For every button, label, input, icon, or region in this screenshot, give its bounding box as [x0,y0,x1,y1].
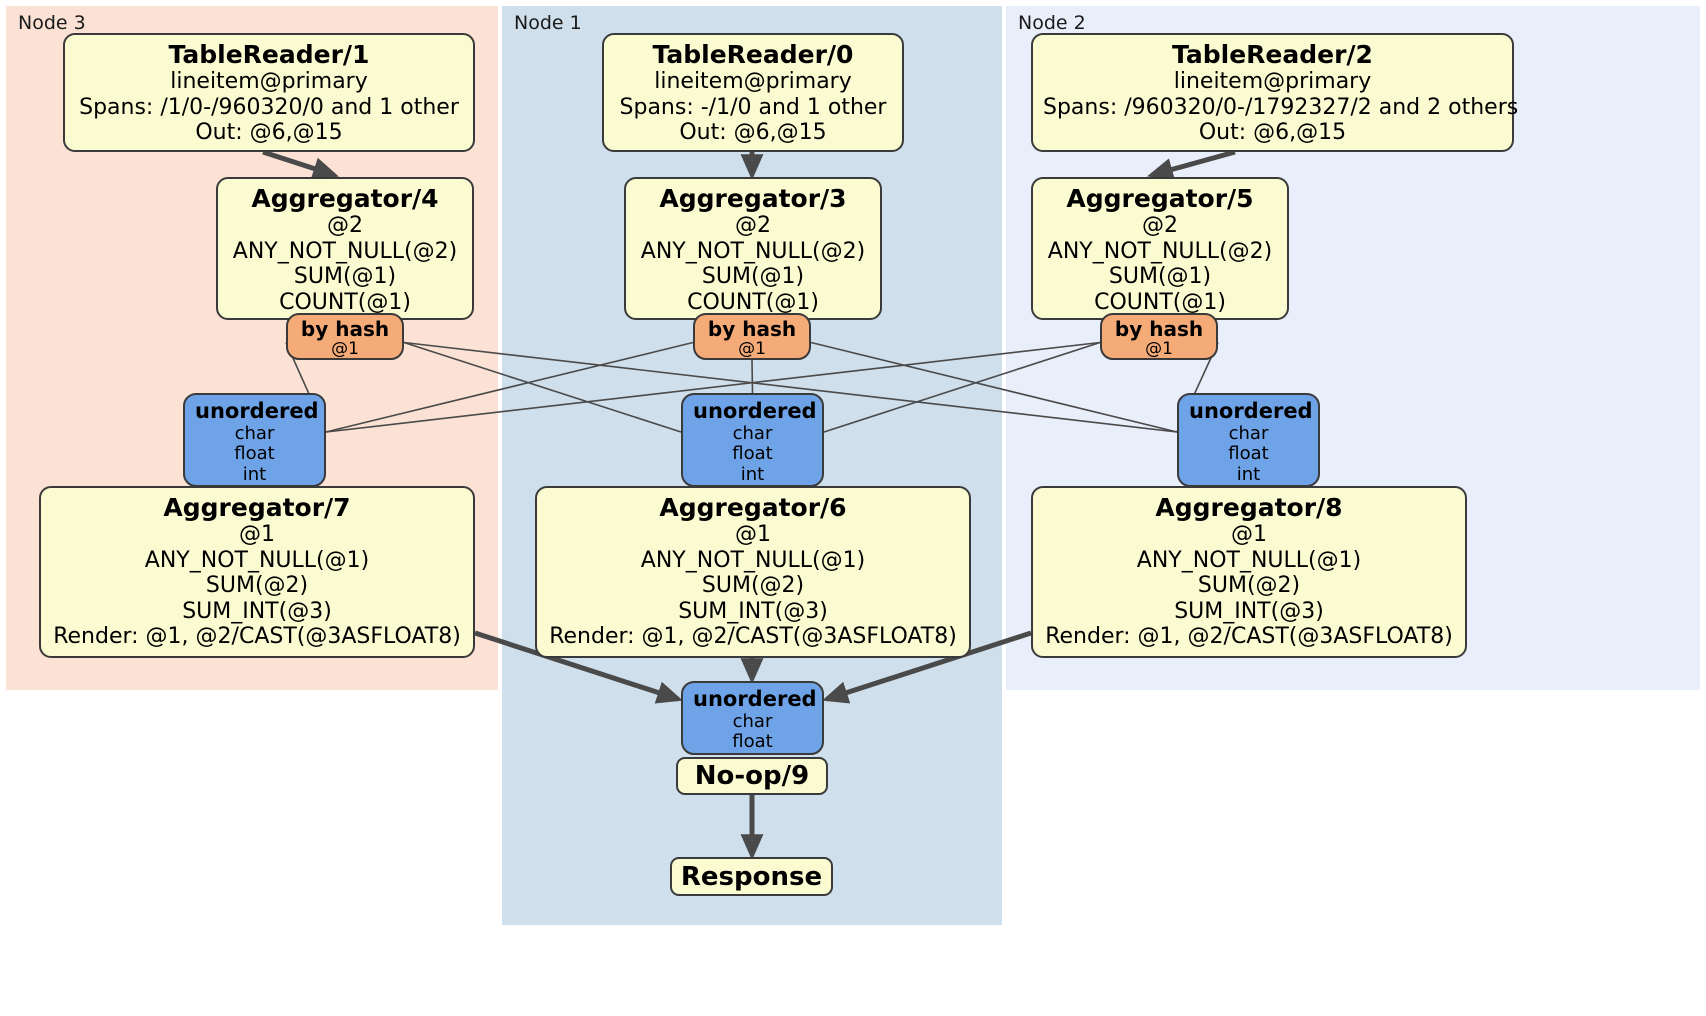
router-by-hash-left[interactable]: by hash@1 [286,313,404,360]
synchronizer-type: char [732,710,773,732]
processor-detail-line: Out: @6,@15 [1198,120,1347,146]
synchronizer-type: int [242,463,267,485]
processor-title: Aggregator/8 [1155,493,1343,522]
processor-detail-line: lineitem@primary [170,69,368,94]
synchronizer-type: float [234,443,275,465]
processor-detail-line: Spans: /1/0-/960320/0 and 1 other [79,94,459,120]
processor-detail-line: Spans: -/1/0 and 1 other [619,94,887,120]
terminal-no-op-9[interactable]: No-op/9 [676,757,828,795]
processor-detail-line: SUM_INT(@3) [1174,598,1324,624]
synchronizer-type: float [732,731,773,753]
terminal-response[interactable]: Response [670,857,833,896]
processor-detail-line: SUM(@2) [701,573,805,599]
processor-detail-line: SUM_INT(@3) [678,598,828,624]
node-panel-label: Node 2 [1018,12,1086,34]
router-column: @1 [1145,339,1173,359]
processor-detail-line: lineitem@primary [654,69,852,94]
synchronizer-title: unordered [1189,399,1313,423]
processor-detail-line: ANY_NOT_NULL(@2) [640,238,866,264]
processor-detail-line: SUM(@2) [205,573,309,599]
processor-title: Aggregator/4 [251,184,439,213]
node-panel-label: Node 1 [514,12,582,34]
processor-detail-line: Render: @1, @2/CAST(@3ASFLOAT8) [1045,624,1453,650]
processor-detail-line: @2 [1142,213,1178,238]
router-column: @1 [331,339,359,359]
processor-detail-line: @1 [1231,522,1267,547]
processor-title: Aggregator/6 [659,493,847,522]
processor-detail-line: COUNT(@1) [279,289,411,315]
processor-title: TableReader/0 [652,40,854,69]
processor-detail-line: @2 [735,213,771,238]
processor-detail-line: Out: @6,@15 [195,120,343,146]
processor-detail-line: lineitem@primary [1173,69,1372,94]
processor-detail-line: @2 [327,213,363,238]
processor-detail-line: SUM(@1) [701,264,805,290]
processor-detail-line: COUNT(@1) [1094,289,1226,315]
router-title: by hash [707,317,797,341]
processor-title: Aggregator/5 [1066,184,1254,213]
processor-title: Aggregator/7 [163,493,351,522]
synchronizer-type: float [1228,443,1269,465]
processor-detail-line: ANY_NOT_NULL(@2) [1047,238,1273,264]
processor-detail-line: @1 [239,522,275,547]
processor-detail-line: ANY_NOT_NULL(@1) [640,547,866,573]
synchronizer-type: int [1236,463,1261,485]
processor-detail-line: SUM(@1) [1108,264,1212,290]
processor-detail-line: ANY_NOT_NULL(@2) [232,238,458,264]
synchronizer-type: char [234,422,275,444]
synchronizer-title: unordered [195,399,319,423]
router-column: @1 [738,339,766,359]
processor-detail-line: SUM(@2) [1197,573,1301,599]
processor-detail-line: Out: @6,@15 [679,120,827,146]
processor-detail-line: ANY_NOT_NULL(@1) [144,547,370,573]
processor-detail-line: Render: @1, @2/CAST(@3ASFLOAT8) [549,624,957,650]
synchronizer-type: int [740,463,765,485]
router-by-hash-middle[interactable]: by hash@1 [693,313,811,360]
terminal-label: No-op/9 [694,761,810,791]
processor-title: Aggregator/3 [659,184,847,213]
router-title: by hash [1114,317,1204,341]
processor-detail-line: ANY_NOT_NULL(@1) [1136,547,1362,573]
synchronizer-type: float [732,443,773,465]
synchronizer-type: char [732,422,773,444]
processor-detail-line: @1 [735,522,771,547]
processor-title: TableReader/2 [1172,40,1373,69]
router-title: by hash [300,317,390,341]
synchronizer-title: unordered [693,687,817,711]
terminal-label: Response [680,861,823,892]
processor-detail-line: SUM_INT(@3) [182,598,332,624]
processor-detail-line: SUM(@1) [293,264,397,290]
processor-detail-line: Spans: /960320/0-/1792327/2 and 2 others [1043,94,1519,120]
processor-detail-line: COUNT(@1) [687,289,819,315]
node-panel-label: Node 3 [18,12,86,34]
processor-title: TableReader/1 [168,40,370,69]
router-by-hash-right[interactable]: by hash@1 [1100,313,1218,360]
synchronizer-title: unordered [693,399,817,423]
processor-detail-line: Render: @1, @2/CAST(@3ASFLOAT8) [53,624,461,650]
synchronizer-type: char [1228,422,1269,444]
